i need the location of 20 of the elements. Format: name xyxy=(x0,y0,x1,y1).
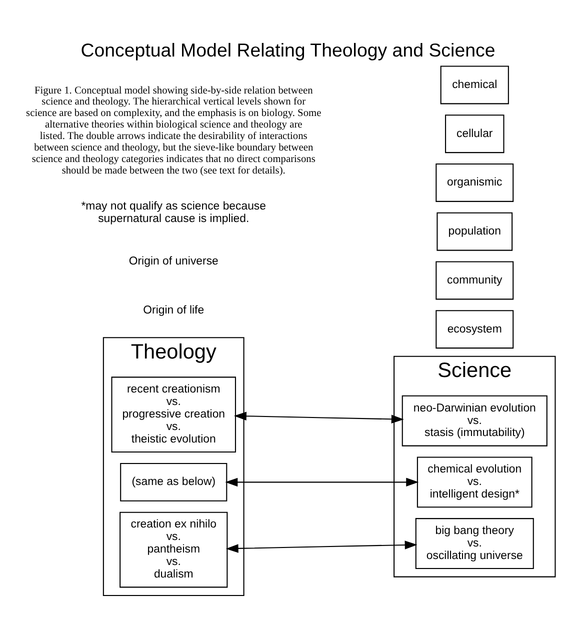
node-box: chemical xyxy=(440,65,509,104)
node-box: creation ex nihilo vs. pantheism vs. dualism xyxy=(120,511,228,588)
node-box: chemical evolution vs. intelligent design* xyxy=(416,456,532,508)
node-box: neo-Darwinian evolution vs. stasis (immutability) xyxy=(402,394,548,446)
arrow xyxy=(234,411,404,423)
arrow xyxy=(225,477,419,486)
node-box: cellular xyxy=(445,114,504,153)
arrow xyxy=(226,540,418,552)
node-box: organismic xyxy=(436,163,514,202)
label: Origin of universe xyxy=(128,255,218,268)
node-box: community xyxy=(436,260,514,300)
node-box: ecosystem xyxy=(436,310,514,348)
diagram-title: Conceptual Model Relating Theology and Science xyxy=(80,38,496,60)
node-box: big bang theory vs. oscillating universe xyxy=(415,518,534,568)
node-box: (same as below) xyxy=(120,462,228,501)
label: *may not qualify as science because supernatural cause is implied. xyxy=(81,200,266,225)
label: Origin of life xyxy=(143,304,204,316)
caption: Figure 1. Conceptual model showing side-by-side relation between science and theology. The hierarchical vertical levels shown for science are based on complexity, and the emphasis is on biology. Some alternative theories within biological science and theology are listed. The double arrows indicate the desirability of interactions between science and theology, but the sieve-like boundary between science and theology categories indicates that no direct comparisons should be made between the two (see text for details). xyxy=(26,84,322,176)
node-box: population xyxy=(436,212,513,250)
node-box: recent creationism vs. progressive creation vs. theistic evolution xyxy=(111,376,236,452)
